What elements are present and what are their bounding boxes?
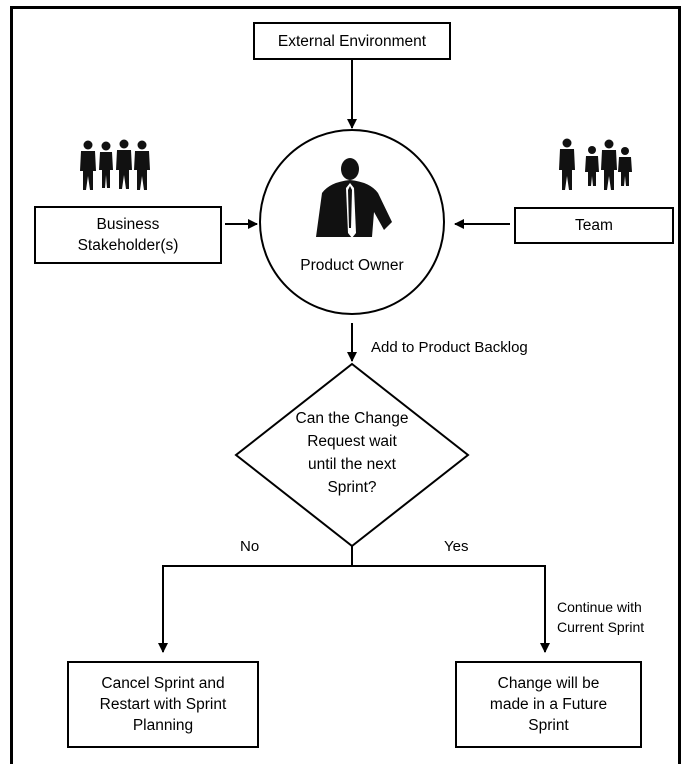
product-owner-label: Product Owner (300, 257, 404, 274)
stakeholders-people-icon (80, 139, 150, 190)
continue-current-label: Continue with Current Sprint (557, 599, 645, 635)
yes-label: Yes (444, 538, 469, 555)
business-stakeholders-box: Business Stakeholder(s) (34, 206, 222, 264)
team-people-icon (559, 138, 632, 190)
decision-text: Can the Change Request wait until the ne… (295, 410, 409, 496)
cancel-sprint-box: Cancel Sprint and Restart with Sprint Pl… (67, 661, 259, 748)
businessman-icon (316, 158, 392, 238)
no-label: No (240, 538, 260, 555)
add-to-backlog-label: Add to Product Backlog (371, 339, 528, 356)
future-sprint-box: Change will be made in a Future Sprint (455, 661, 642, 748)
team-box: Team (514, 207, 674, 244)
diagram-frame (10, 6, 681, 764)
external-environment-box: External Environment (253, 22, 451, 60)
